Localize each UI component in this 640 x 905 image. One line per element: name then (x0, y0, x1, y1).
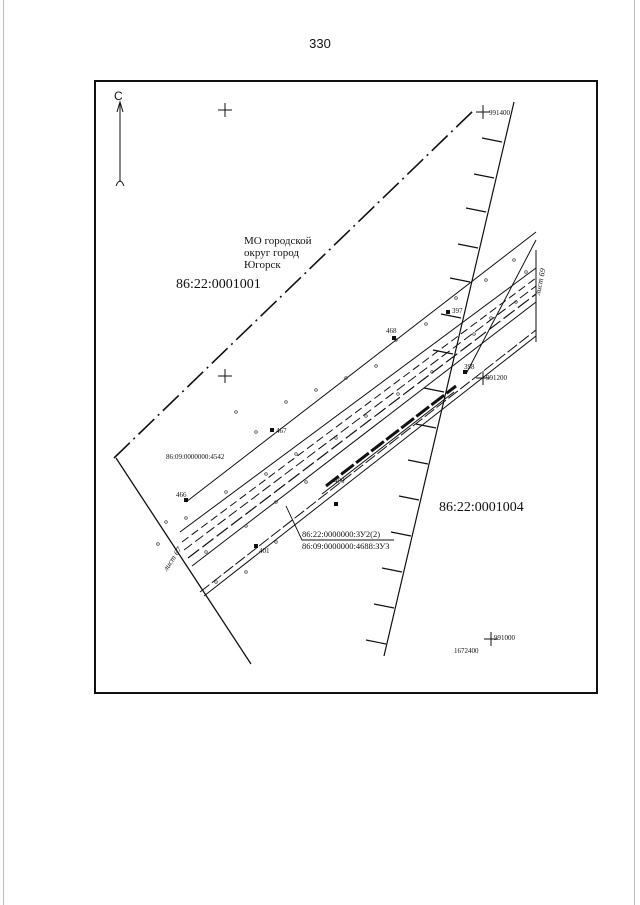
page-edge-right (634, 0, 635, 905)
point-label: 400 (334, 477, 345, 485)
offset-line (465, 239, 537, 375)
corridor-lines (179, 231, 537, 597)
coord-x-mid: 991200 (486, 374, 507, 382)
quarter-boundary (113, 109, 475, 459)
point-label: 398 (464, 363, 475, 371)
point-label: 467 (276, 427, 287, 435)
map-drawing (113, 100, 537, 665)
measuring-line (365, 101, 515, 657)
point-label: 466 (176, 491, 187, 499)
sheet-boundary-left (115, 457, 252, 665)
north-label: С (114, 89, 123, 103)
designed-parcel-line1: 86:22:0000000:ЗУ2(2) (302, 529, 381, 539)
page-number: 330 (309, 36, 331, 51)
page-edge-left (3, 0, 4, 905)
coord-y-bottom: 1672400 (454, 647, 479, 655)
parcel-leader (285, 505, 394, 541)
grid-crosses (218, 103, 498, 646)
designed-parcel-line2: 86:09:0000000:4688:ЗУ3 (302, 541, 390, 551)
point-label: 401 (259, 547, 270, 555)
municipality-label: МО городской округ город Югорск (244, 235, 312, 271)
coord-x-bottom: 991000 (494, 634, 515, 642)
quarter-label-1004: 86:22:0001004 (439, 500, 524, 515)
north-arrow-icon (115, 100, 125, 187)
point-label: 468 (386, 327, 397, 335)
coord-x-top: 991400 (489, 109, 510, 117)
cadastral-map: С МО городской округ город Югорск 86:22:… (94, 80, 598, 694)
quarter-label-1001: 86:22:0001001 (176, 277, 261, 292)
point-label: 397 (452, 307, 463, 315)
survey-points (184, 310, 467, 548)
existing-parcel-label: 86:09:0000000:4542 (166, 453, 225, 461)
